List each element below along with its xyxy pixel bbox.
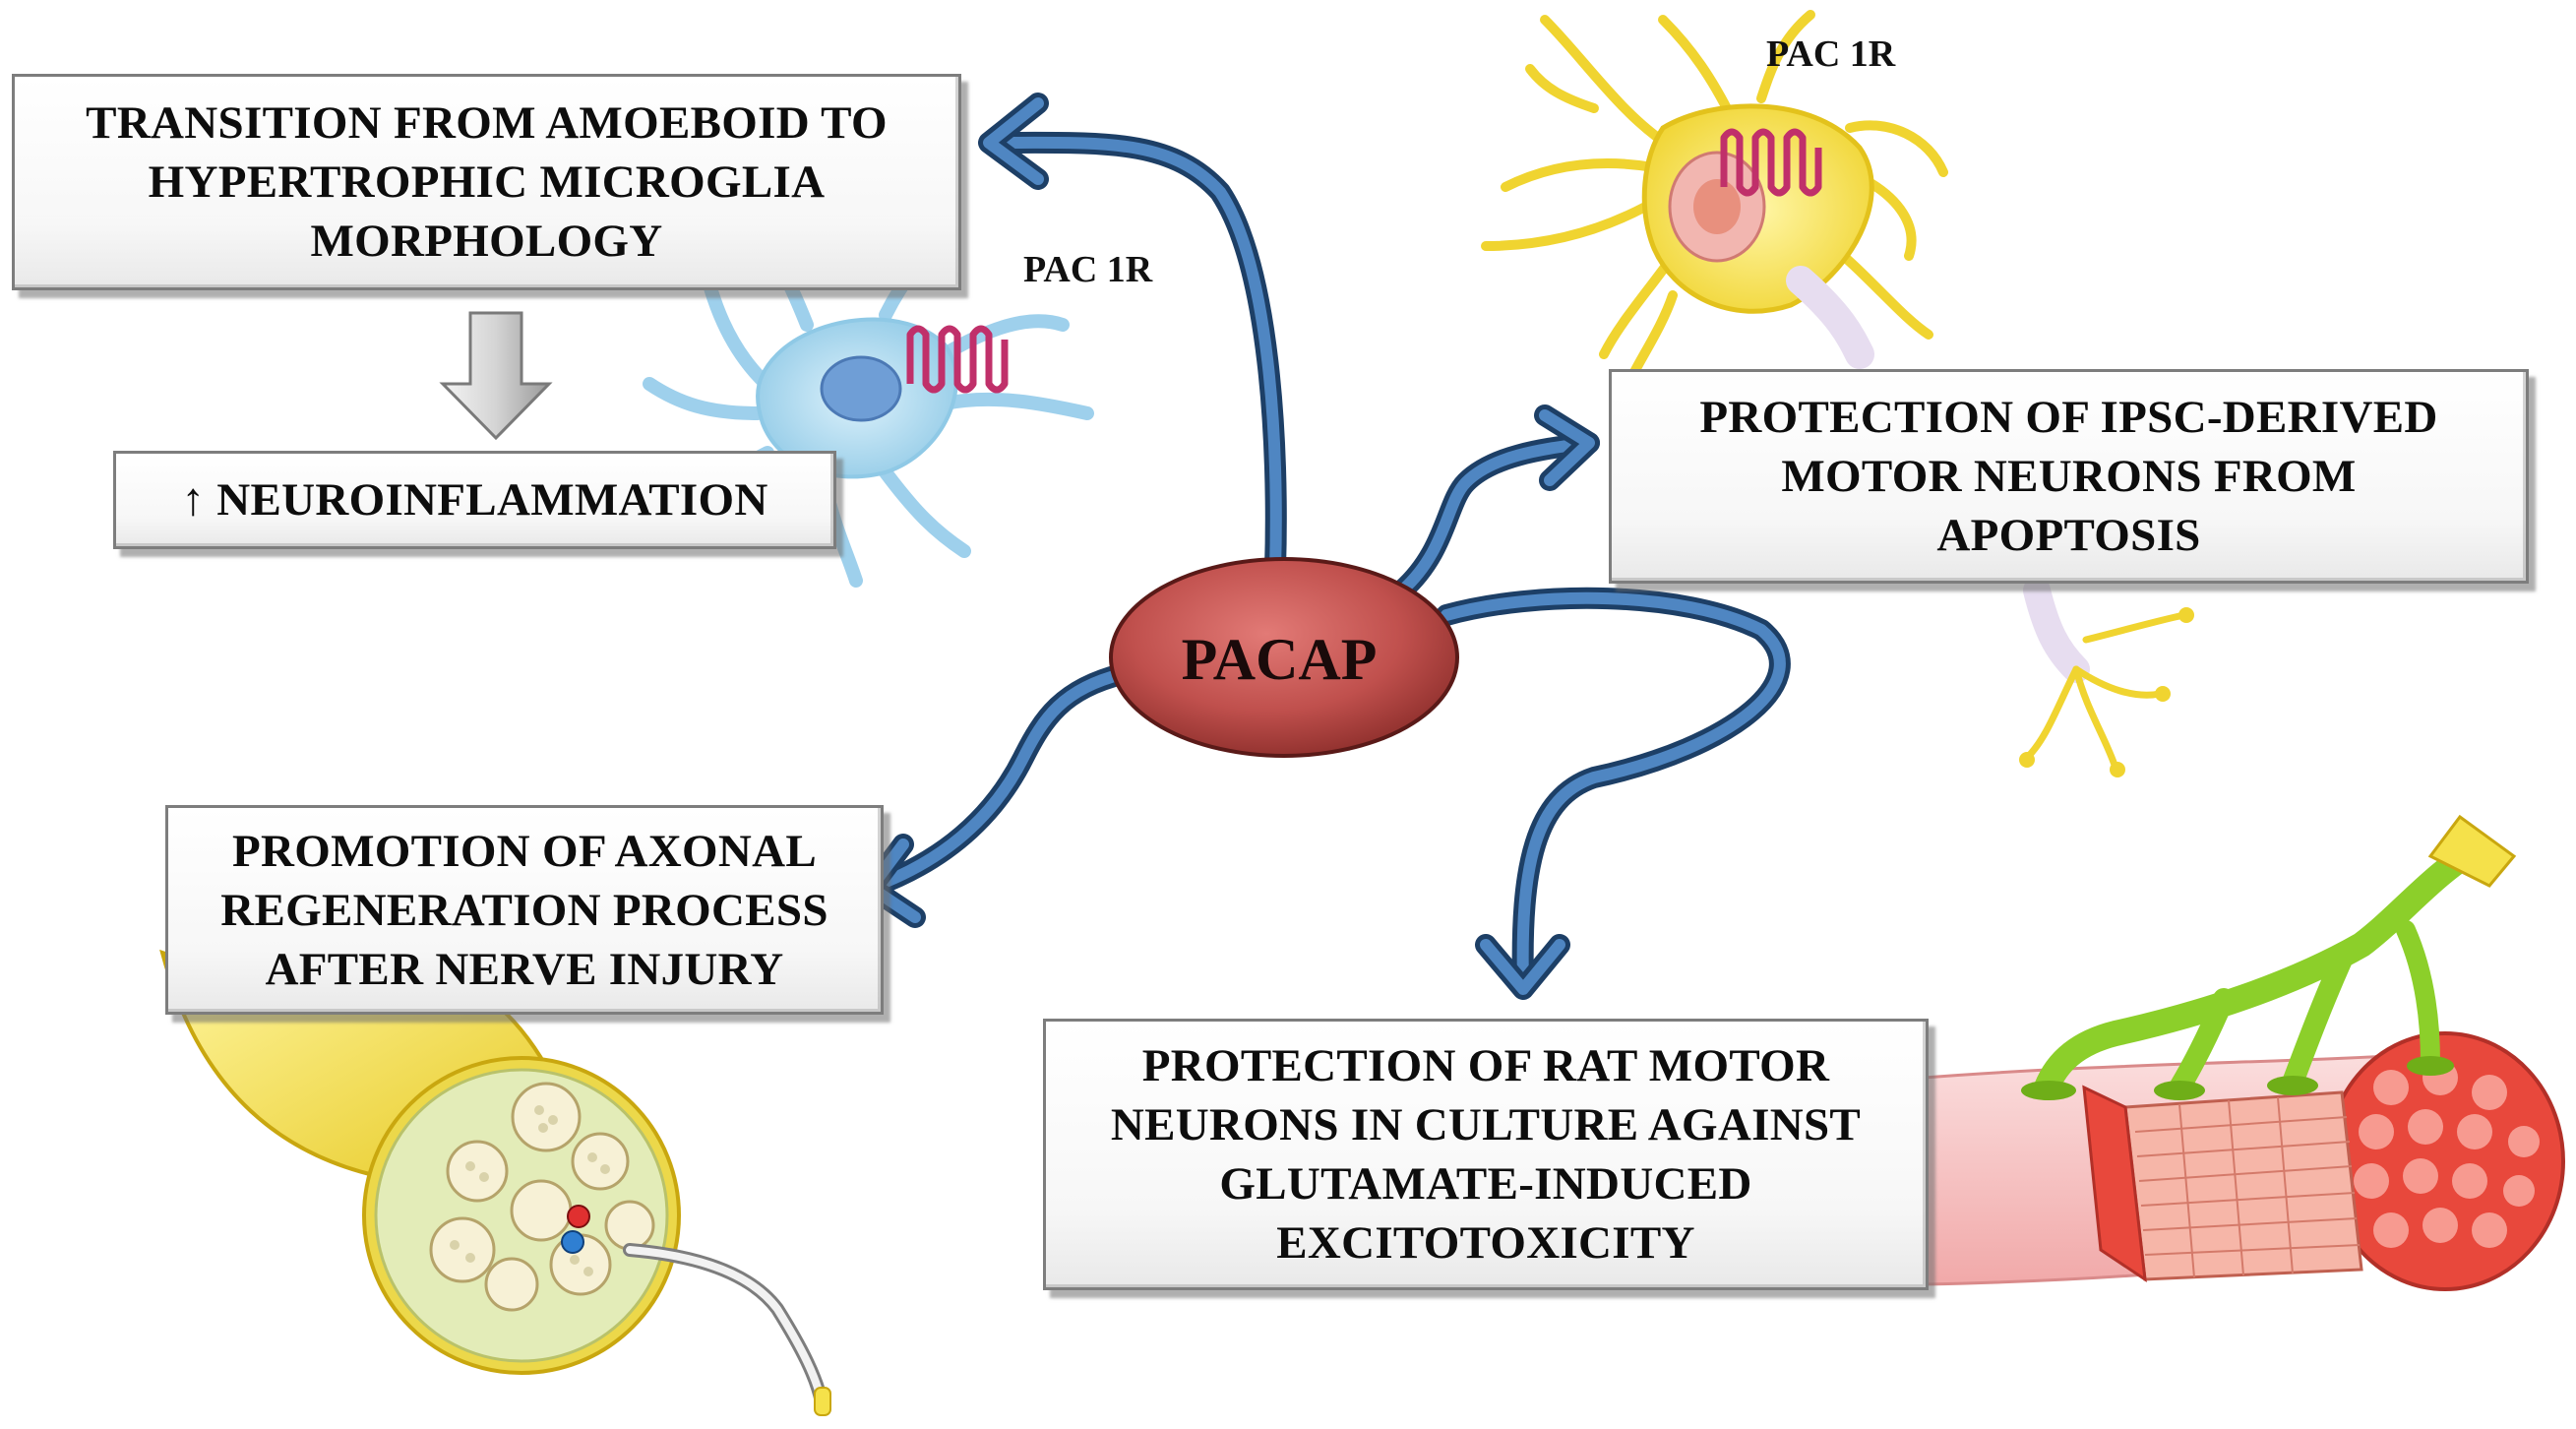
nerve-cross-section-icon [159, 949, 831, 1416]
receptor-label-neuron: PAC 1R [1766, 33, 1896, 75]
ipsc-protection-text: PROTECTION OF IPSC-DERIVED MOTOR NEURONS… [1699, 392, 2438, 561]
microglia-morphology-box: TRANSITION FROM AMOEBOID TO HYPERTROPHIC… [12, 74, 961, 290]
rat-neuron-protection-text: PROTECTION OF RAT MOTOR NEURONS IN CULTU… [1110, 1040, 1862, 1269]
arrow-to-axonal [860, 663, 1133, 928]
axonal-regeneration-box: PROMOTION OF AXONAL REGENERATION PROCESS… [165, 805, 884, 1015]
arrow-to-microglia [978, 93, 1287, 580]
receptor-label-microglia: PAC 1R [1023, 249, 1153, 290]
arrow-to-rat [1436, 587, 1791, 1000]
down-arrow-icon [439, 311, 553, 441]
pacap-label: PACAP [1181, 626, 1378, 692]
axonal-regeneration-text: PROMOTION OF AXONAL REGENERATION PROCESS… [220, 825, 828, 995]
muscle-fiber-icon [1922, 814, 2565, 1291]
motor-neuron-icon [1481, 10, 2194, 777]
neuroinflammation-text: ↑ NEUROINFLAMMATION [181, 474, 768, 526]
neuroinflammation-box: ↑ NEUROINFLAMMATION [113, 451, 836, 549]
arrow-to-ipsc [1391, 404, 1600, 601]
ipsc-protection-box: PROTECTION OF IPSC-DERIVED MOTOR NEURONS… [1609, 369, 2529, 584]
pacap-node [1109, 557, 1459, 758]
microglia-morphology-text: TRANSITION FROM AMOEBOID TO HYPERTROPHIC… [86, 97, 888, 267]
rat-neuron-protection-box: PROTECTION OF RAT MOTOR NEURONS IN CULTU… [1043, 1019, 1929, 1290]
